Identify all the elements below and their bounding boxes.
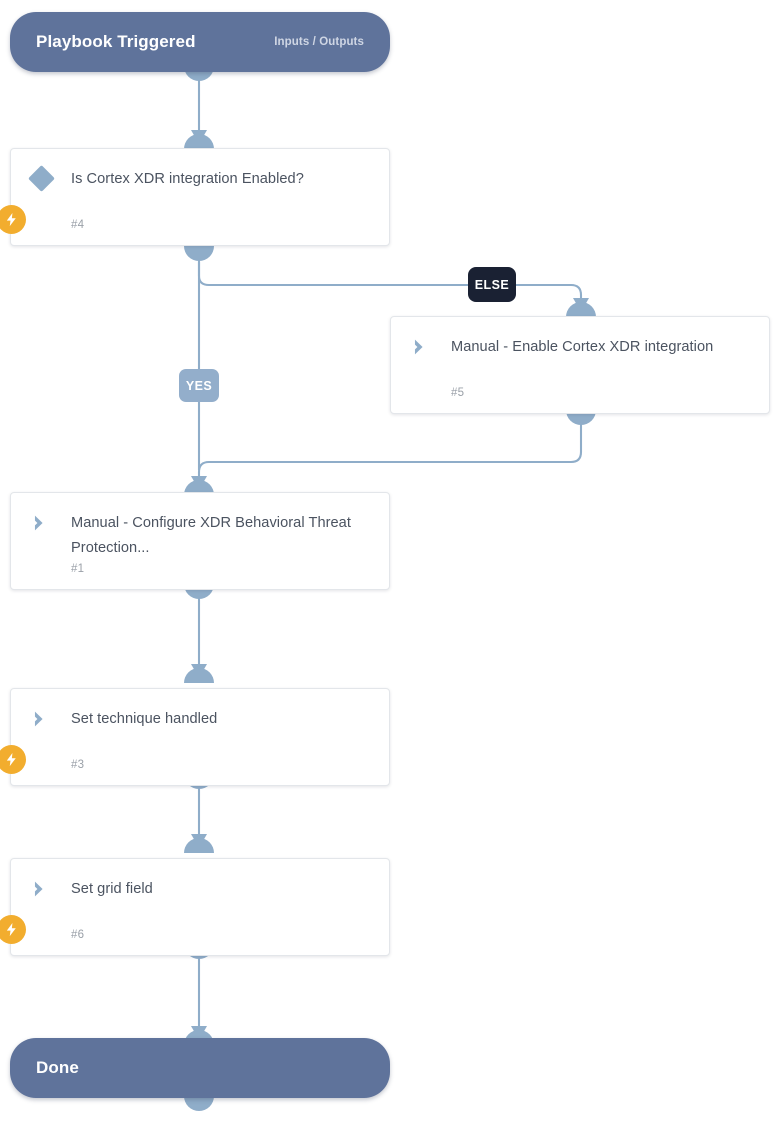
node-6-id: #6: [71, 929, 85, 941]
branch-label-else-text: ELSE: [474, 277, 510, 292]
lightning-bolt-icon: [0, 915, 26, 944]
inputs-outputs-link[interactable]: Inputs / Outputs: [274, 36, 364, 48]
node-1-id: #1: [71, 563, 85, 575]
branch-label-yes-text: YES: [185, 378, 213, 393]
port-out-done[interactable]: [184, 1096, 214, 1111]
node-card-5[interactable]: Manual - Enable Cortex XDR integration #…: [390, 316, 770, 414]
node-5-id: #5: [451, 387, 465, 399]
node-5-title: Manual - Enable Cortex XDR integration: [451, 339, 714, 355]
port-in-5[interactable]: [566, 302, 596, 317]
branch-label-yes[interactable]: YES: [179, 369, 219, 402]
edge-4-to-5-else: [197, 262, 583, 300]
node-done[interactable]: Done: [10, 1038, 390, 1098]
node-card-6[interactable]: Set grid field #6: [0, 858, 390, 956]
node-card-4[interactable]: Is Cortex XDR integration Enabled? #4: [0, 148, 390, 246]
chevron-right-icon: [409, 336, 433, 360]
playbook-triggered-title: Playbook Triggered: [36, 32, 196, 51]
port-out-4[interactable]: [184, 246, 214, 261]
done-title: Done: [36, 1058, 79, 1077]
port-in-3[interactable]: [184, 668, 214, 683]
node-3-title: Set technique handled: [71, 711, 218, 727]
node-6-title: Set grid field: [71, 881, 153, 897]
chevron-right-icon: [29, 708, 53, 732]
lightning-bolt-icon: [0, 745, 26, 774]
node-playbook-triggered[interactable]: Playbook Triggered Inputs / Outputs: [10, 12, 390, 72]
node-card-1[interactable]: Manual - Configure XDR Behavioral Threat…: [10, 492, 390, 590]
node-4-title: Is Cortex XDR integration Enabled?: [71, 171, 304, 187]
node-4-id: #4: [71, 219, 85, 231]
node-3-id: #3: [71, 759, 85, 771]
node-1-title: Manual - Configure XDR Behavioral Threat…: [71, 515, 351, 556]
edge-5-merge: [197, 424, 583, 478]
port-in-4[interactable]: [184, 134, 214, 149]
port-in-6[interactable]: [184, 838, 214, 853]
chevron-right-icon: [29, 512, 53, 536]
node-card-3[interactable]: Set technique handled #3: [0, 688, 390, 786]
lightning-bolt-icon: [0, 205, 26, 234]
diamond-icon: [28, 165, 55, 192]
chevron-right-icon: [29, 878, 53, 902]
branch-label-else[interactable]: ELSE: [468, 267, 516, 302]
